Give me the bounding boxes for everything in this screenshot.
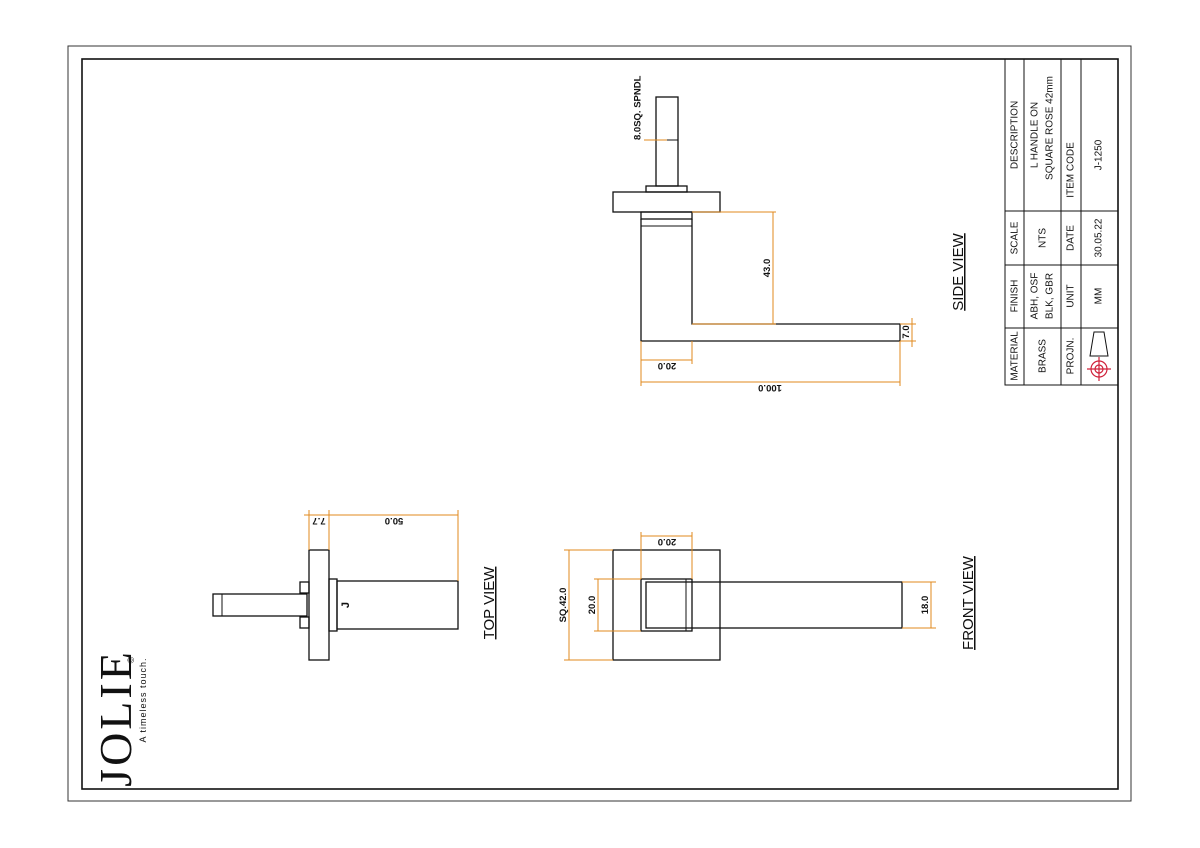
tb-projection-label: PROJN.: [1066, 338, 1077, 375]
top-view: J 7.7 50.0 TOP VIEW: [212, 510, 498, 661]
tb-unit-value: MM: [1094, 288, 1105, 305]
tb-finish-value-1: ABH, OSF: [1030, 273, 1041, 320]
tb-material-value: BRASS: [1038, 339, 1049, 373]
brand-name: JOLIE: [90, 649, 141, 787]
dim-front-height: 18.0: [920, 596, 931, 615]
dim-side-thickness: 7.0: [901, 325, 912, 338]
tb-item-code-label: ITEM CODE: [1066, 142, 1077, 198]
dim-side-length: 100.0: [758, 382, 782, 393]
inner-frame: [81, 58, 1119, 790]
front-rose: [612, 549, 721, 661]
dim-side-height: 43.0: [762, 259, 773, 278]
title-block: MATERIAL FINISH SCALE DESCRIPTION BRASS …: [1004, 58, 1119, 386]
top-rose: [308, 549, 330, 661]
side-spindle: [655, 96, 679, 187]
side-view: 8.0SQ. SPNDL 43.0 20.0 100.0 7.0 SIDE VI…: [612, 75, 967, 393]
top-screw-upper: [299, 581, 310, 594]
projection-symbol-icon: [1087, 331, 1111, 381]
side-collar: [645, 185, 688, 193]
tb-date-label: DATE: [1066, 225, 1077, 251]
top-screw-lower: [299, 616, 310, 629]
tb-item-code-value: J-1250: [1094, 139, 1105, 170]
tb-date-value: 30.05.22: [1094, 218, 1105, 257]
front-view: 20.0 SQ.42.0 20.0 18.0 FRONT VIEW: [558, 532, 977, 661]
tb-description-label: DESCRIPTION: [1010, 101, 1021, 169]
tb-material-label: MATERIAL: [1010, 331, 1021, 381]
side-l-handle: [640, 219, 901, 342]
side-rose: [612, 191, 721, 213]
brand-trademark: ©: [126, 656, 136, 663]
top-neck: [328, 578, 338, 632]
tb-description-value-2: SQUARE ROSE 42mm: [1045, 76, 1056, 180]
side-view-label: SIDE VIEW: [950, 232, 967, 310]
front-view-label: FRONT VIEW: [960, 555, 977, 650]
front-neck: [640, 578, 693, 632]
tb-scale-label: SCALE: [1010, 221, 1021, 254]
dim-top-offset: 7.7: [312, 515, 325, 526]
tb-unit-label: UNIT: [1066, 284, 1077, 307]
dim-front-width: 20.0: [658, 536, 677, 547]
tb-description-value-1: L HANDLE ON: [1030, 102, 1041, 168]
dim-side-width: 20.0: [658, 360, 677, 371]
dim-spindle: 8.0SQ. SPNDL: [633, 75, 644, 140]
dim-front-inner: 20.0: [587, 596, 598, 615]
tb-finish-value-2: BLK, GBR: [1045, 273, 1056, 319]
dim-top-length: 50.0: [385, 515, 404, 526]
side-neck: [640, 211, 693, 220]
outer-frame: [67, 45, 1132, 802]
front-handle: [645, 581, 903, 629]
brand-tagline: A timeless touch.: [138, 657, 148, 742]
tb-finish-label: FINISH: [1010, 280, 1021, 313]
top-view-label: TOP VIEW: [481, 566, 498, 640]
tb-scale-value: NTS: [1038, 228, 1049, 248]
top-spindle: [212, 593, 308, 617]
top-handle: [336, 580, 459, 630]
brand-logo: JOLIE © A timeless touch.: [90, 649, 148, 787]
top-handle-logo: J: [340, 602, 352, 608]
dim-front-rose: SQ.42.0: [558, 588, 569, 623]
